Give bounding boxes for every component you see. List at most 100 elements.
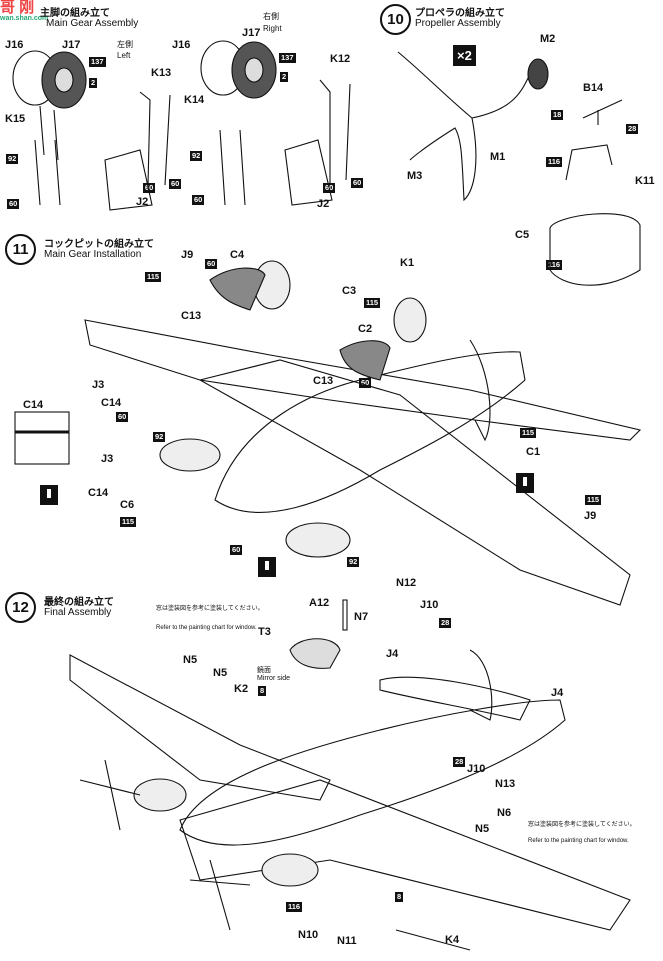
step9-title-en: Main Gear Assembly <box>46 18 139 29</box>
part-n5-a: N5 <box>183 654 198 666</box>
part-k15: K15 <box>5 113 26 125</box>
paint-115-a: 115 <box>145 272 162 283</box>
part-n7: N7 <box>354 611 369 623</box>
step11-number: 11 <box>5 234 36 265</box>
step12-title-en: Final Assembly <box>44 607 112 618</box>
paint-115-e: 115 <box>585 495 602 506</box>
paint-92-a: 92 <box>153 432 166 443</box>
part-c14-detail: C14 <box>23 399 44 411</box>
left-en: Left <box>117 51 131 60</box>
paint-28-b: 28 <box>439 618 452 629</box>
step10-number: 10 <box>380 4 411 35</box>
paint-2-left: 2 <box>89 78 98 89</box>
right-jp: 右側 <box>263 12 279 21</box>
paint-137-right: 137 <box>279 53 296 64</box>
step11-title-en: Main Gear Installation <box>44 249 142 260</box>
part-j10-b: J10 <box>467 763 486 775</box>
paint-8-a: 8 <box>258 686 267 697</box>
part-j3-b: J3 <box>101 453 114 465</box>
part-j16-left: J16 <box>5 39 24 51</box>
paint-60-g: 60 <box>205 259 218 270</box>
paint-60-c: 60 <box>7 199 20 210</box>
window-note-jp-a: 窓は塗装図を参考に塗装してください。 <box>156 606 264 612</box>
step12-title-jp: 最終の組み立て <box>44 597 114 608</box>
glue-icon-b <box>516 473 534 493</box>
part-c4: C4 <box>230 249 245 261</box>
quantity-badge: ×2 <box>453 45 476 66</box>
paint-60-i: 60 <box>116 412 129 423</box>
part-c1: C1 <box>526 446 541 458</box>
part-m2: M2 <box>540 33 556 45</box>
part-k2: K2 <box>234 683 249 695</box>
step10-title-jp: プロペラの組み立て <box>415 8 505 19</box>
part-j9-a: J9 <box>181 249 194 261</box>
part-j9-b: J9 <box>584 510 597 522</box>
paint-92-b: 92 <box>347 557 360 568</box>
part-k1: K1 <box>400 257 415 269</box>
part-c6: C6 <box>120 499 135 511</box>
part-c5: C5 <box>515 229 530 241</box>
part-m3: M3 <box>407 170 423 182</box>
part-k4: K4 <box>445 934 460 946</box>
part-j10-a: J10 <box>420 599 439 611</box>
paint-92-right: 92 <box>190 151 203 162</box>
part-k12: K12 <box>330 53 351 65</box>
paint-115-d: 115 <box>520 428 537 439</box>
paint-60-d: 60 <box>351 178 364 189</box>
paint-28-a: 28 <box>626 124 639 135</box>
paint-2-right: 2 <box>280 72 289 83</box>
part-c3: C3 <box>342 285 357 297</box>
paint-60-f: 60 <box>192 195 205 206</box>
right-en: Right <box>263 24 282 33</box>
part-n6: N6 <box>497 807 512 819</box>
part-k14: K14 <box>184 94 205 106</box>
part-c14-b: C14 <box>88 487 109 499</box>
mirror-jp: 鏡面 <box>257 667 271 674</box>
paint-116-a: 116 <box>546 157 563 168</box>
part-c2: C2 <box>358 323 373 335</box>
paint-116-b: 116 <box>546 260 563 271</box>
glue-icon-a <box>40 485 58 505</box>
part-n5-c: N5 <box>475 823 490 835</box>
part-j2-right: J2 <box>317 198 330 210</box>
paint-60-h: 60 <box>359 378 372 389</box>
paint-60-b: 60 <box>143 183 156 194</box>
step10-title-en: Propeller Assembly <box>415 18 501 29</box>
part-j16-right: J16 <box>172 39 191 51</box>
paint-60-a: 60 <box>169 179 182 190</box>
part-j4-b: J4 <box>551 687 564 699</box>
paint-115-b: 115 <box>364 298 381 309</box>
part-c14-a: C14 <box>101 397 122 409</box>
part-c13-a: C13 <box>181 310 202 322</box>
mirror-en: Mirror side <box>257 675 291 682</box>
part-j2-left: J2 <box>136 196 149 208</box>
paint-60-j: 60 <box>230 545 243 556</box>
part-j17-left: J17 <box>62 39 81 51</box>
part-n12: N12 <box>396 577 417 589</box>
window-note-en-b: Refer to the painting chart for window. <box>528 838 629 844</box>
left-jp: 左側 <box>117 40 133 49</box>
paint-116-c: 116 <box>286 902 303 913</box>
paint-28-c: 28 <box>453 757 466 768</box>
glue-icon-c <box>258 557 276 577</box>
part-n13: N13 <box>495 778 516 790</box>
paint-8-b: 8 <box>395 892 404 903</box>
part-n11: N11 <box>337 935 357 947</box>
part-j4-a: J4 <box>386 648 399 660</box>
part-c13-b: C13 <box>313 375 334 387</box>
part-n10: N10 <box>298 929 319 941</box>
part-n5-b: N5 <box>213 667 228 679</box>
part-k11: K11 <box>635 175 655 187</box>
window-note-jp-b: 窓は塗装図を参考に塗装してください。 <box>528 822 636 828</box>
part-j3-a: J3 <box>92 379 105 391</box>
part-b14: B14 <box>583 82 604 94</box>
part-k13: K13 <box>151 67 172 79</box>
paint-18: 18 <box>551 110 564 121</box>
paint-137-left: 137 <box>89 57 106 68</box>
window-note-en-a: Refer to the painting chart for window. <box>156 625 257 631</box>
paint-115-c: 115 <box>120 517 137 528</box>
part-a12: A12 <box>309 597 330 609</box>
